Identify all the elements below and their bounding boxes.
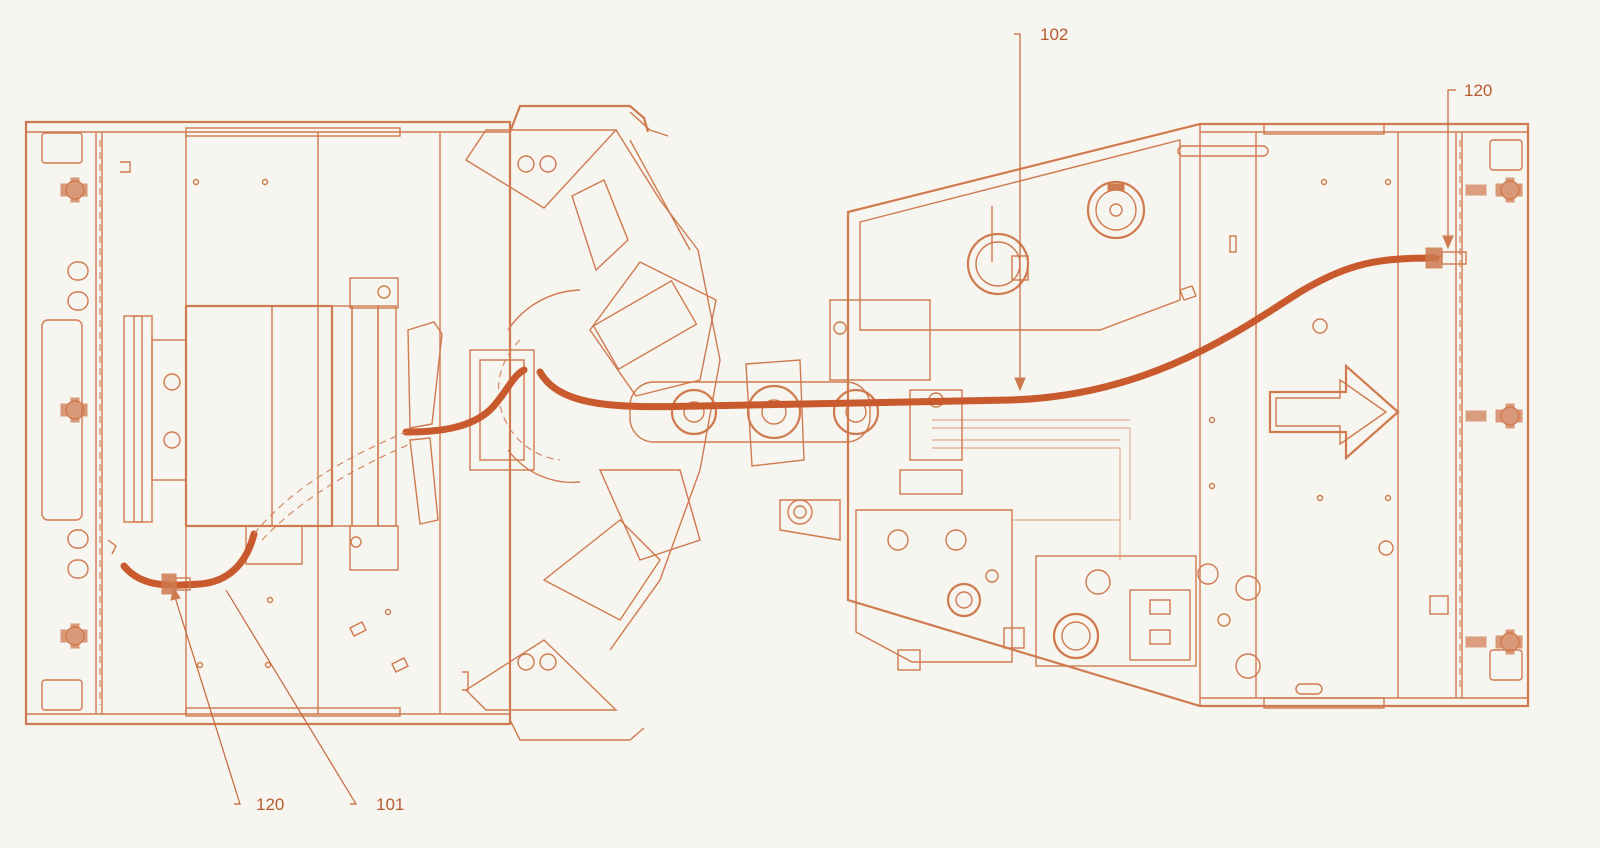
ref-label-101: 101 [376,795,404,814]
connector-120-bottom [161,573,191,595]
hose-102-fitting [829,299,963,495]
connectors-120 [161,247,1467,595]
ref-label-102: 102 [1040,25,1068,44]
leader-lines [170,33,1456,805]
tank-fittings [966,180,1146,296]
reference-labels: 102 120 120 101 [256,25,1492,814]
hydraulic-components [855,509,1261,679]
hose-102 [536,254,1440,411]
hose-101-hidden-2 [261,443,411,541]
battery-box [123,277,443,571]
left-chassis-frame [24,120,512,726]
direction-arrow [1268,363,1400,461]
connector-120-top [1425,247,1467,269]
left-mounting-clamps [60,161,131,649]
right-mounting-clamps [1465,177,1523,655]
ref-label-120-top: 120 [1464,81,1492,100]
articulation-frame [464,104,721,741]
hose-101-upper [402,366,528,436]
pipe-runs [932,419,1131,560]
hoses [120,254,1440,589]
right-chassis-frame [846,122,1530,709]
hose-101-hidden [253,431,407,535]
hose-101-lower [120,530,258,589]
articulation-joint [469,261,880,541]
ref-label-120-bottom: 120 [256,795,284,814]
